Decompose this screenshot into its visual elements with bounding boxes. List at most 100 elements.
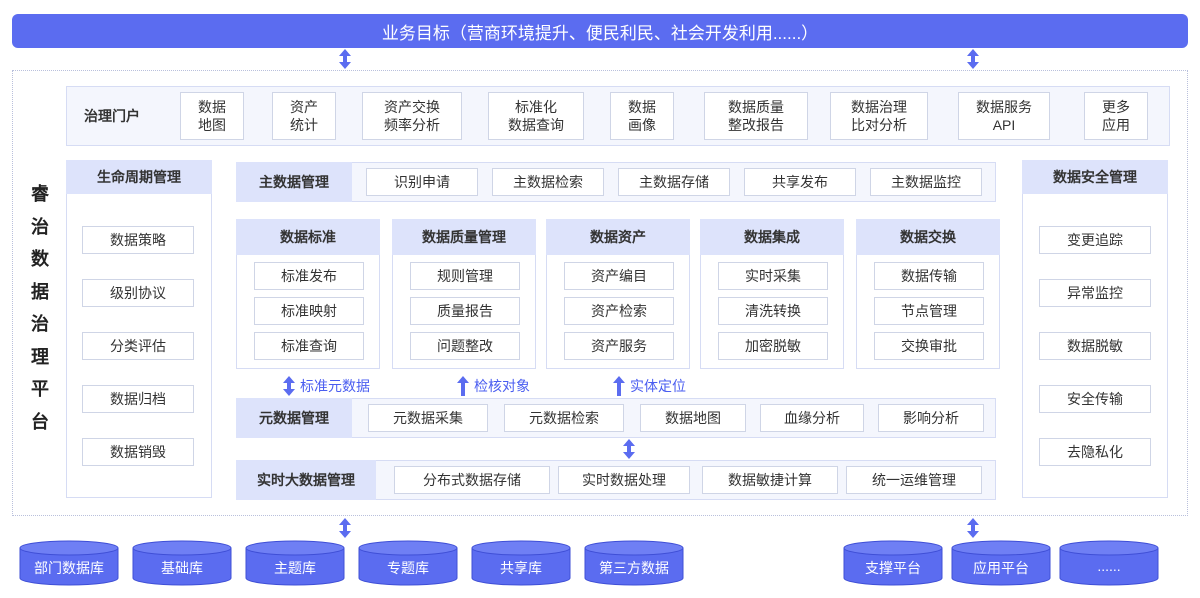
database-icon [245, 540, 345, 586]
portal-item[interactable]: 数据地图 [180, 92, 244, 140]
master-item[interactable]: 识别申请 [366, 168, 478, 196]
database-icon [19, 540, 119, 586]
source-database[interactable]: 第三方数据 [584, 540, 684, 586]
module-title: 数据集成 [700, 219, 844, 255]
master-item[interactable]: 主数据检索 [492, 168, 604, 196]
portal-item-label: 整改报告 [728, 117, 784, 133]
metadata-item[interactable]: 血缘分析 [760, 404, 864, 432]
metadata-item[interactable]: 元数据采集 [368, 404, 488, 432]
source-database-label: 专题库 [387, 560, 429, 576]
module-item[interactable]: 规则管理 [410, 262, 520, 290]
double-arrow-icon [622, 439, 636, 459]
database-icon [843, 540, 943, 586]
master-item[interactable]: 主数据存储 [618, 168, 730, 196]
platform-title-char: 睿 [31, 184, 49, 204]
platform-title-char: 理 [31, 346, 49, 367]
portal-item-label: 画像 [628, 117, 656, 133]
portal-item[interactable]: 资产交换频率分析 [362, 92, 462, 140]
module-item[interactable]: 标准查询 [254, 332, 364, 360]
realtime-title: 实时大数据管理 [236, 460, 376, 500]
governance-platform-container [12, 70, 1188, 516]
source-database[interactable]: 专题库 [358, 540, 458, 586]
database-icon [471, 540, 571, 586]
source-database-label: 主题库 [274, 560, 316, 576]
lifecycle-item[interactable]: 数据归档 [82, 385, 194, 413]
link-label: 检核对象 [474, 378, 530, 394]
realtime-item[interactable]: 分布式数据存储 [394, 466, 550, 494]
realtime-item[interactable]: 实时数据处理 [558, 466, 690, 494]
platform-title-char: 治 [31, 314, 49, 334]
database-icon [132, 540, 232, 586]
portal-item-label: 应用 [1102, 117, 1130, 133]
portal-item-label: 频率分析 [384, 117, 440, 133]
portal-item-label: 数据质量 [728, 99, 784, 115]
platform-title: 睿 治 数 据 治 理 平 台 [28, 178, 52, 438]
security-item[interactable]: 去隐私化 [1039, 438, 1151, 466]
link-check-object: 检核对象 [456, 376, 530, 396]
lifecycle-item[interactable]: 分类评估 [82, 332, 194, 360]
master-data-row [236, 162, 996, 202]
security-item[interactable]: 安全传输 [1039, 385, 1151, 413]
module-item[interactable]: 质量报告 [410, 297, 520, 325]
platform-database[interactable]: ...... [1059, 540, 1159, 586]
portal-item-label: 地图 [198, 117, 226, 133]
lifecycle-item[interactable]: 级别协议 [82, 279, 194, 307]
portal-item[interactable]: 数据治理比对分析 [830, 92, 928, 140]
source-database[interactable]: 基础库 [132, 540, 232, 586]
module-item[interactable]: 数据传输 [874, 262, 984, 290]
master-item[interactable]: 共享发布 [744, 168, 856, 196]
metadata-item[interactable]: 影响分析 [878, 404, 984, 432]
portal-item[interactable]: 资产统计 [272, 92, 336, 140]
lifecycle-item[interactable]: 数据销毁 [82, 438, 194, 466]
module-title: 数据标准 [236, 219, 380, 255]
platform-title-char: 据 [31, 281, 49, 302]
source-database-label: 部门数据库 [34, 560, 104, 576]
platform-database-label: 支撑平台 [865, 560, 921, 576]
source-database-label: 第三方数据 [599, 560, 669, 576]
double-arrow-icon [966, 517, 980, 539]
security-item[interactable]: 变更追踪 [1039, 226, 1151, 254]
portal-item[interactable]: 数据质量整改报告 [704, 92, 808, 140]
module-item[interactable]: 资产检索 [564, 297, 674, 325]
realtime-item[interactable]: 统一运维管理 [846, 466, 982, 494]
module-item[interactable]: 加密脱敏 [718, 332, 828, 360]
module-item[interactable]: 节点管理 [874, 297, 984, 325]
platform-database-label: 应用平台 [973, 560, 1029, 576]
module-item[interactable]: 标准映射 [254, 297, 364, 325]
source-database[interactable]: 主题库 [245, 540, 345, 586]
source-database[interactable]: 部门数据库 [19, 540, 119, 586]
portal-item[interactable]: 标准化数据查询 [488, 92, 584, 140]
module-item[interactable]: 标准发布 [254, 262, 364, 290]
module-item[interactable]: 实时采集 [718, 262, 828, 290]
security-title: 数据安全管理 [1022, 160, 1168, 194]
metadata-item[interactable]: 元数据检索 [504, 404, 624, 432]
portal-item-label: 比对分析 [851, 117, 907, 133]
platform-database[interactable]: 应用平台 [951, 540, 1051, 586]
lifecycle-item[interactable]: 数据策略 [82, 226, 194, 254]
platform-title-char: 台 [31, 411, 49, 432]
portal-item[interactable]: 更多应用 [1084, 92, 1148, 140]
link-entity-locate: 实体定位 [612, 376, 686, 396]
up-arrow-icon [457, 376, 469, 396]
security-item[interactable]: 异常监控 [1039, 279, 1151, 307]
metadata-item[interactable]: 数据地图 [640, 404, 746, 432]
source-database[interactable]: 共享库 [471, 540, 571, 586]
module-item[interactable]: 问题整改 [410, 332, 520, 360]
module-item[interactable]: 清洗转换 [718, 297, 828, 325]
module-item[interactable]: 资产服务 [564, 332, 674, 360]
link-label: 实体定位 [630, 378, 686, 394]
master-item[interactable]: 主数据监控 [870, 168, 982, 196]
source-database-label: 共享库 [500, 560, 542, 576]
portal-item-label: API [992, 117, 1016, 133]
module-item[interactable]: 交换审批 [874, 332, 984, 360]
security-item[interactable]: 数据脱敏 [1039, 332, 1151, 360]
module-item[interactable]: 资产编目 [564, 262, 674, 290]
platform-database[interactable]: 支撑平台 [843, 540, 943, 586]
realtime-item[interactable]: 数据敏捷计算 [702, 466, 838, 494]
platform-title-char: 治 [31, 216, 49, 237]
database-icon [1059, 540, 1159, 586]
double-arrow-icon [338, 517, 352, 539]
portal-item[interactable]: 数据画像 [610, 92, 674, 140]
database-icon [951, 540, 1051, 586]
